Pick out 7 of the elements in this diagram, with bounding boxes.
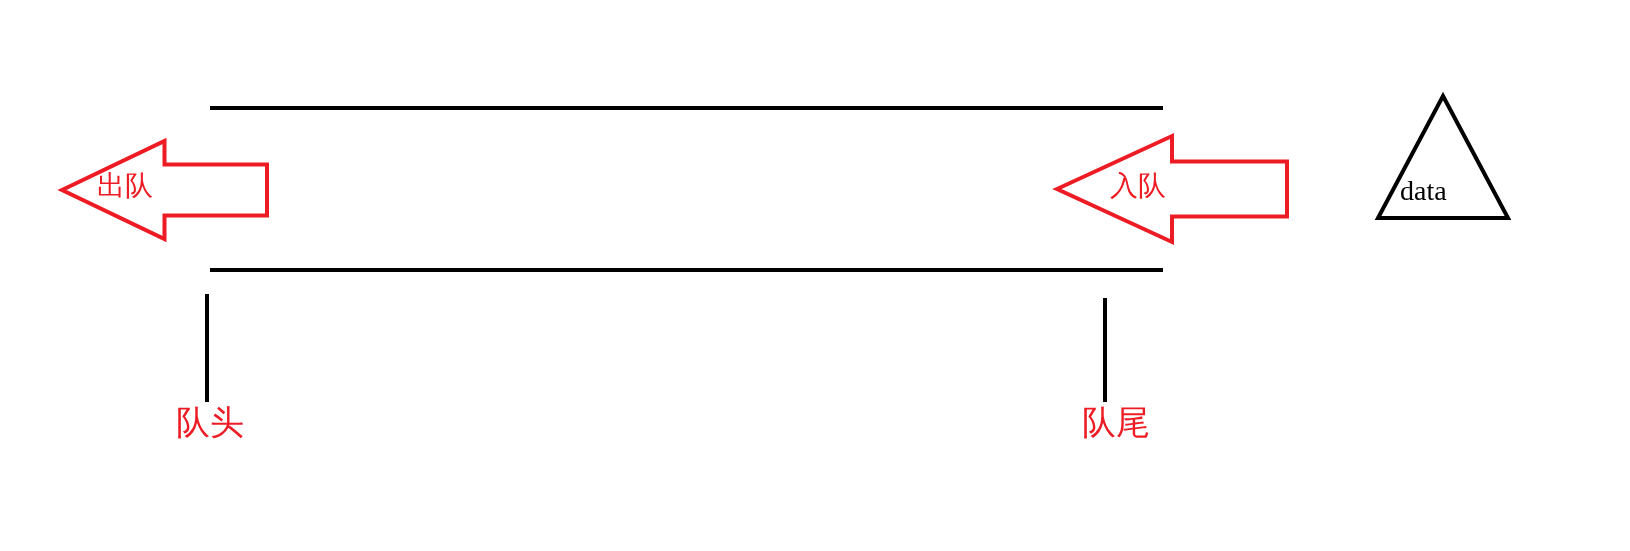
queue-tail-label: 队尾 — [1082, 404, 1150, 442]
leader-line — [205, 294, 209, 402]
shape-label: data — [1400, 176, 1447, 207]
leader-line — [1103, 298, 1107, 402]
arrow-label: 出队 — [97, 171, 153, 202]
queue-head-label: 队头 — [176, 404, 244, 442]
arrow-label: 入队 — [1110, 171, 1166, 202]
